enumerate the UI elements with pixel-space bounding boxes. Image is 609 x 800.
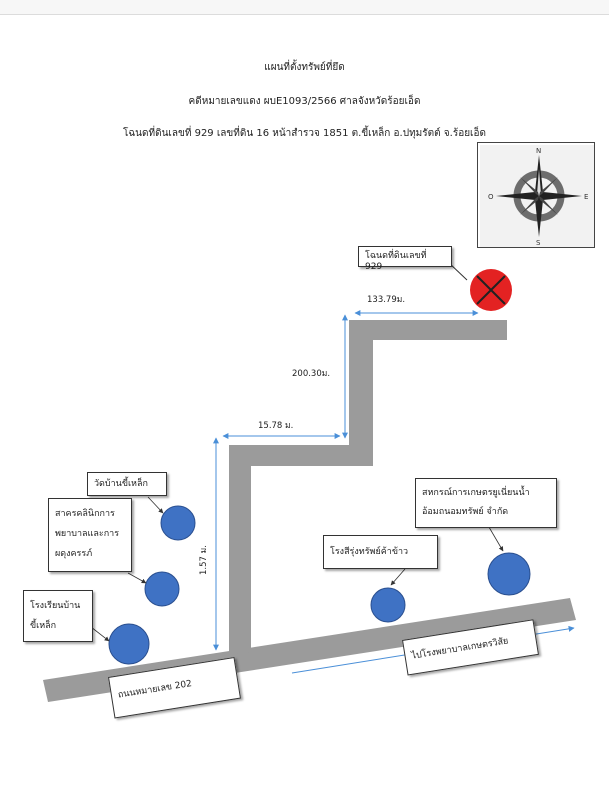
- top-bar: [0, 0, 609, 15]
- dimension-d2-label: 200.30ม.: [292, 369, 331, 379]
- clinic-callout-arrow: [127, 572, 147, 584]
- school-callout-arrow: [90, 626, 110, 642]
- map-title: แผนที่ตั้งทรัพย์ที่ยึด: [264, 62, 345, 73]
- compass-box: N S E O: [477, 142, 595, 248]
- school-landmark-marker: [108, 623, 150, 665]
- school-label: โรงเรียนบ้าน ขี้เหล็ก: [23, 590, 93, 642]
- clinic-label-line2: พยาบาลและการ: [55, 529, 120, 539]
- compass-south: S: [536, 239, 541, 247]
- school-label-line2: ขี้เหล็ก: [30, 621, 57, 631]
- school-label-line1: โรงเรียนบ้าน: [30, 601, 81, 611]
- cooperative-label-line1: สหกรณ์การเกษตรยูเนี่ยนน้ำ: [422, 488, 530, 498]
- cooperative-label: สหกรณ์การเกษตรยูเนี่ยนน้ำ อ้อมถนอมทรัพย์…: [415, 478, 557, 528]
- dimension-d1-label: 133.79ม.: [367, 295, 406, 305]
- clinic-landmark-marker: [144, 571, 180, 607]
- rice-mill-landmark-marker: [370, 587, 406, 623]
- clinic-label-line1: สาครคลินิกการ: [55, 509, 115, 519]
- clinic-label-line3: ผดุงครรภ์: [55, 549, 93, 559]
- clinic-label: สาครคลินิกการ พยาบาลและการ ผดุงครรภ์: [48, 498, 132, 572]
- temple-label: วัดบ้านขี้เหล็ก: [87, 472, 167, 496]
- temple-landmark-marker: [160, 505, 196, 541]
- deed-info: โฉนดที่ดินเลขที่ 929 เลขที่ดิน 16 หน้าสำ…: [123, 128, 486, 139]
- case-number: คดีหมายเลขแดง ผบE1093/2566 ศาลจังหวัดร้อ…: [188, 96, 421, 107]
- cooperative-label-line2: อ้อมถนอมทรัพย์ จำกัด: [422, 507, 509, 517]
- target-parcel-label: โฉนดที่ดินเลขที่ 929: [358, 246, 452, 272]
- cooperative-landmark-marker: [487, 552, 531, 596]
- temple-callout-arrow: [147, 496, 164, 514]
- mill-callout-arrow: [390, 568, 406, 586]
- dimension-d4-label: 1.57 ม.: [199, 545, 209, 575]
- compass-north: N: [536, 147, 541, 155]
- access-road: [229, 320, 507, 655]
- compass-east: E: [584, 193, 588, 201]
- compass-west: O: [488, 193, 494, 201]
- rice-mill-label: โรงสีรุ่งทรัพย์ค้าข้าว: [323, 535, 438, 569]
- compass-rose-icon: N S E O: [480, 145, 594, 247]
- dimension-d3-label: 15.78 ม.: [258, 421, 294, 431]
